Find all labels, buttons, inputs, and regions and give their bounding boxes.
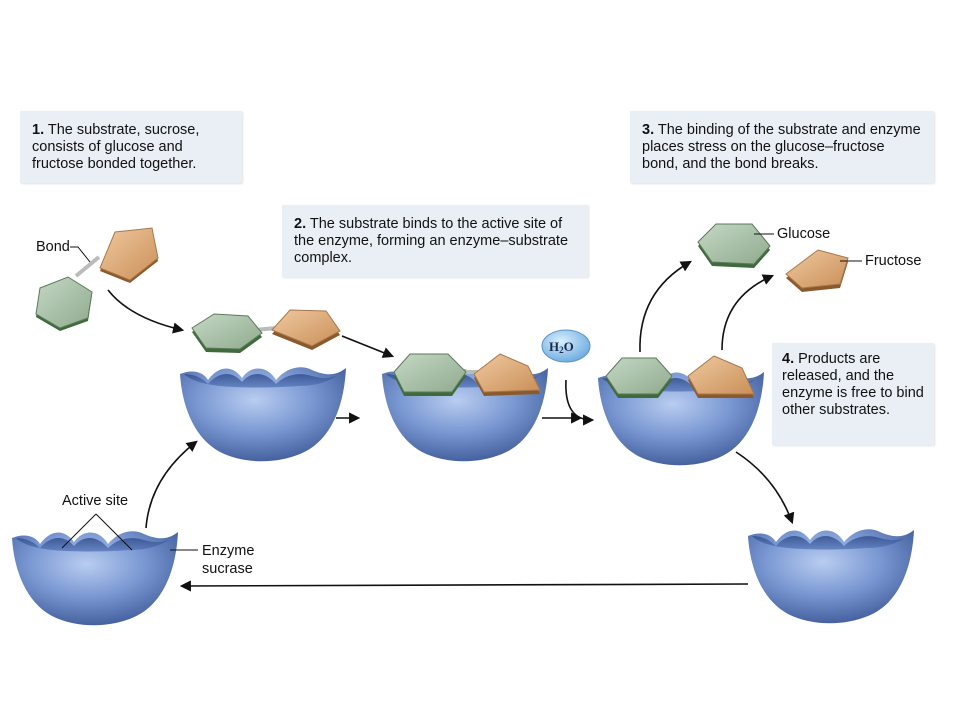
arrow-enzyme-recycle — [735, 451, 795, 525]
step-1-callout: 1. The substrate, sucrose, consists of g… — [20, 111, 242, 183]
fructose-pentagon — [687, 355, 755, 398]
glucose-hexagon — [605, 357, 673, 398]
released-glucose — [697, 223, 771, 268]
step-4-callout: 4. Products are released, and the enzyme… — [772, 343, 934, 445]
glucose-hexagon — [35, 276, 93, 331]
fructose-pentagon — [99, 227, 159, 283]
arrow-substrate-approach — [107, 289, 185, 334]
arrow-return-to-start — [179, 580, 749, 592]
arrow-glucose-release — [639, 260, 692, 353]
approaching-sucrose-molecule — [191, 309, 341, 353]
step-text: The substrate binds to the active site o… — [294, 216, 569, 266]
arrow-water-input — [565, 379, 595, 426]
arrow-enzyme-ready — [145, 440, 198, 529]
glucose-hexagon — [393, 353, 467, 396]
process-arrows — [107, 260, 795, 592]
arrow-substrate-binding — [341, 335, 395, 358]
released-fructose — [785, 249, 849, 292]
leader-lines — [61, 233, 862, 551]
enzyme-name-label: sucrase — [202, 561, 253, 577]
free-sucrose-molecule — [35, 227, 159, 331]
enzyme-empty-left — [180, 367, 346, 462]
glucose-label: Glucose — [777, 226, 831, 242]
enzyme-empty-right — [748, 529, 914, 624]
step-2-callout: 2. The substrate binds to the active sit… — [282, 205, 588, 277]
split-products-in-enzyme — [605, 355, 755, 398]
bond-label: Bond — [36, 239, 70, 255]
fructose-pentagon — [473, 353, 541, 396]
step-text: Products are released, and the enzyme is… — [782, 351, 924, 418]
water-label: H2O — [549, 338, 574, 359]
active-site-leader — [61, 513, 133, 551]
fructose-pentagon — [271, 309, 341, 350]
step-number: 1. — [32, 122, 45, 138]
enzyme-sucrase — [12, 531, 178, 626]
bound-sucrose — [393, 353, 541, 396]
fructose-label: Fructose — [865, 253, 922, 269]
step-text: The substrate, sucrose, consists of gluc… — [32, 122, 200, 172]
active-site-label: Active site — [62, 493, 129, 509]
water-formula: H2O — [549, 339, 574, 355]
arrow-fructose-release — [721, 274, 775, 351]
enzyme-label: Enzyme — [202, 543, 255, 559]
water-molecule-badge — [541, 329, 591, 363]
step-number: 2. — [294, 216, 307, 232]
glycosidic-bond — [74, 255, 101, 278]
step-number: 3. — [642, 122, 655, 138]
step-number: 4. — [782, 351, 795, 367]
step-3-callout: 3. The binding of the substrate and enzy… — [630, 111, 934, 183]
step-text: The binding of the substrate and enzyme … — [642, 122, 921, 172]
glucose-hexagon — [191, 313, 263, 353]
bond-leader — [70, 246, 91, 263]
